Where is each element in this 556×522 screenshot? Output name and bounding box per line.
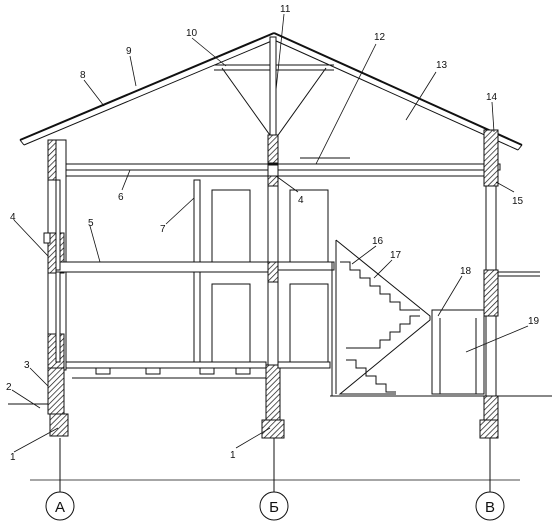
- stair: [331, 239, 431, 396]
- roof: [19, 32, 523, 166]
- callout-16: 16: [372, 236, 384, 247]
- center-wall: [261, 164, 285, 439]
- callout-15: 15: [512, 196, 524, 207]
- annex-room: [431, 309, 485, 395]
- leader-lines: [11, 13, 529, 453]
- callout-19: 19: [528, 316, 540, 327]
- callout-1-center: 1: [230, 450, 236, 461]
- callout-6: 6: [118, 192, 124, 203]
- callout-14: 14: [486, 92, 498, 103]
- second-floor-slab: [55, 261, 335, 273]
- axis-label-a: А: [55, 499, 65, 516]
- callout-4-center: 4: [298, 195, 304, 206]
- callout-3: 3: [24, 360, 30, 371]
- axis-label-b: Б: [269, 499, 279, 516]
- axis-marker-v: [475, 491, 505, 521]
- callout-8: 8: [80, 70, 86, 81]
- ground-floor: [65, 361, 484, 397]
- callout-17: 17: [390, 250, 402, 261]
- partitions: [55, 179, 329, 363]
- callout-10: 10: [186, 28, 198, 39]
- right-wall: [479, 129, 540, 439]
- grid-axes: А Б В: [30, 438, 520, 521]
- callout-11: 11: [280, 4, 291, 15]
- axis-label-v: В: [485, 499, 495, 516]
- callout-13: 13: [436, 60, 448, 71]
- callouts: 1 1 2 3 4 4 5 6 7 8 9 10 11 12 13 14 15 …: [6, 4, 540, 463]
- callout-1-left: 1: [10, 452, 16, 463]
- ground-line: [8, 395, 552, 405]
- callout-7: 7: [160, 224, 166, 235]
- callout-2: 2: [6, 382, 12, 393]
- axis-marker-b: [259, 491, 289, 521]
- callout-9: 9: [126, 46, 132, 57]
- axis-marker-a: [45, 491, 75, 521]
- callout-4-left: 4: [10, 212, 16, 223]
- callout-18: 18: [460, 266, 472, 277]
- callout-12: 12: [374, 32, 386, 43]
- callout-5: 5: [88, 218, 94, 229]
